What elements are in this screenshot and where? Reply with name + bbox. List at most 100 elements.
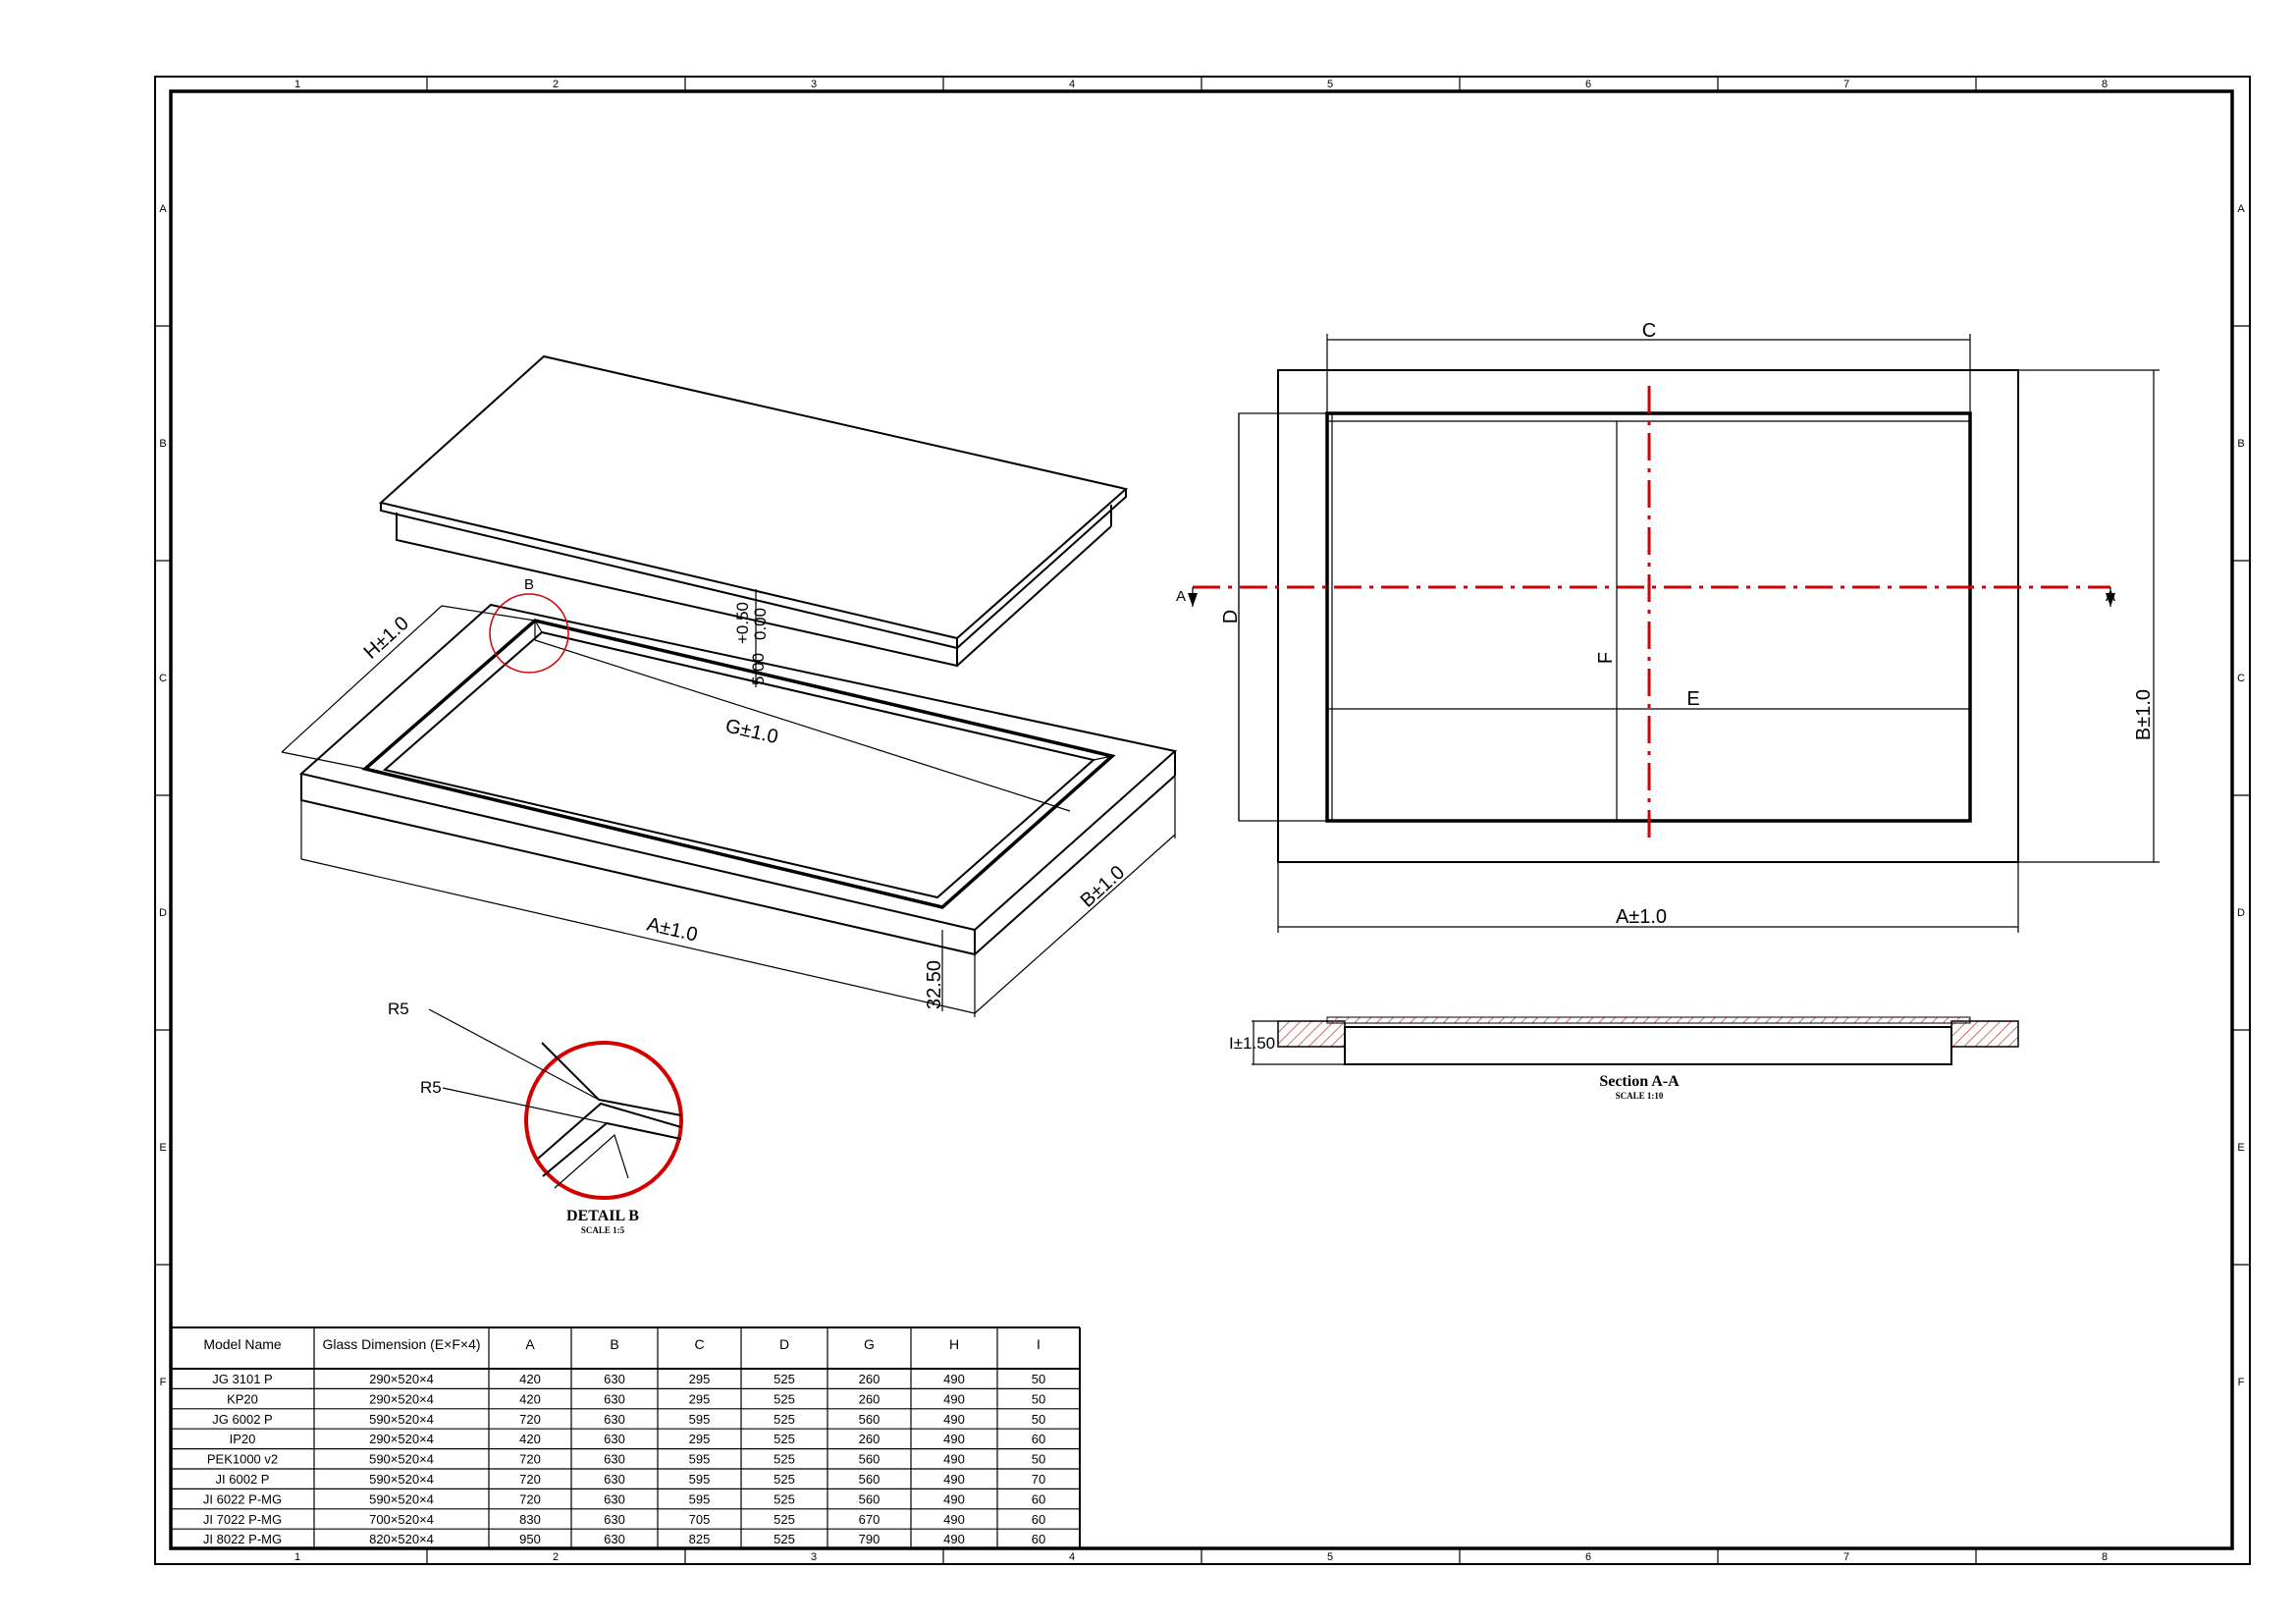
table-value-cell: 790 <box>859 1532 881 1546</box>
table-value-cell: 260 <box>859 1372 881 1386</box>
table-value-cell: 60 <box>1032 1512 1045 1527</box>
table-value-cell: 525 <box>774 1432 795 1446</box>
zone-row-a: A <box>159 203 167 215</box>
table-value-cell: 560 <box>859 1472 881 1487</box>
table-header-cell: Model Name <box>203 1336 282 1352</box>
table-value-cell: 290×520×4 <box>369 1432 434 1446</box>
table-value-cell: 50 <box>1032 1372 1045 1386</box>
table-value-cell: 525 <box>774 1372 795 1386</box>
table-value-cell: 630 <box>604 1452 625 1467</box>
zone-row-b-right: B <box>2237 438 2244 450</box>
table-value-cell: 260 <box>859 1432 881 1446</box>
dim-tol-top: +0.50 <box>733 602 752 644</box>
table-value-cell: 590×520×4 <box>369 1412 434 1427</box>
table-value-cell: 630 <box>604 1491 625 1506</box>
zone-col-6-bottom: 6 <box>1585 1551 1591 1563</box>
table-value-cell: 525 <box>774 1452 795 1467</box>
table-value-cell: 420 <box>519 1391 541 1406</box>
zone-col-4-bottom: 4 <box>1069 1551 1075 1563</box>
table-value-cell: 60 <box>1032 1491 1045 1506</box>
table-value-cell: 490 <box>943 1472 965 1487</box>
table-value-cell: 490 <box>943 1391 965 1406</box>
table-value-cell: 560 <box>859 1452 881 1467</box>
zone-row-f: F <box>160 1377 167 1388</box>
table-value-cell: 560 <box>859 1491 881 1506</box>
zone-labels-right: A B C D E F <box>2237 203 2245 1388</box>
r5-bottom-label: R5 <box>420 1078 442 1097</box>
table-value-cell: 60 <box>1032 1432 1045 1446</box>
table-value-cell: 490 <box>943 1452 965 1467</box>
table-value-cell: 720 <box>519 1452 541 1467</box>
table-header-cell: H <box>949 1336 959 1352</box>
table-model-cell: JI 6002 P <box>216 1472 270 1487</box>
table-value-cell: 50 <box>1032 1452 1045 1467</box>
table-model-cell: PEK1000 v2 <box>207 1452 278 1467</box>
dim-f-label: F <box>1595 652 1617 664</box>
table-header-cell: I <box>1037 1336 1041 1352</box>
table-value-cell: 830 <box>519 1512 541 1527</box>
detail-b-marker-label: B <box>524 576 534 593</box>
zone-col-3-bottom: 3 <box>811 1551 817 1563</box>
zone-row-e-right: E <box>2237 1142 2244 1154</box>
zone-ticks <box>155 77 2250 1564</box>
table-value-cell: 720 <box>519 1472 541 1487</box>
table-value-cell: 260 <box>859 1391 881 1406</box>
table-value-cell: 700×520×4 <box>369 1512 434 1527</box>
table-value-cell: 420 <box>519 1372 541 1386</box>
table-model-cell: JI 7022 P-MG <box>203 1512 282 1527</box>
table-value-cell: 525 <box>774 1491 795 1506</box>
table-value-cell: 705 <box>689 1512 711 1527</box>
zone-labels-left: A B C D E F <box>159 203 167 1388</box>
table-value-cell: 295 <box>689 1432 711 1446</box>
section-scale: SCALE 1:10 <box>1616 1091 1664 1101</box>
table-value-cell: 295 <box>689 1372 711 1386</box>
table-header-cell: G <box>864 1336 875 1352</box>
dim-g-label: G±1.0 <box>723 715 780 748</box>
table-value-cell: 60 <box>1032 1532 1045 1546</box>
table-value-cell: 70 <box>1032 1472 1045 1487</box>
table-value-cell: 590×520×4 <box>369 1452 434 1467</box>
table-model-cell: JG 6002 P <box>212 1412 272 1427</box>
zone-col-5: 5 <box>1327 79 1333 90</box>
zone-col-2-bottom: 2 <box>553 1551 559 1563</box>
dim-b-label-plan: B±1.0 <box>2133 689 2155 740</box>
table-value-cell: 720 <box>519 1412 541 1427</box>
section-arrow-right: A <box>2106 588 2115 605</box>
zone-col-4: 4 <box>1069 79 1075 90</box>
dim-c-label: C <box>1642 320 1656 342</box>
table-model-cell: JG 3101 P <box>212 1372 272 1386</box>
table-value-cell: 525 <box>774 1412 795 1427</box>
table-value-cell: 50 <box>1032 1412 1045 1427</box>
table-model-cell: JI 8022 P-MG <box>203 1532 282 1546</box>
table-value-cell: 490 <box>943 1372 965 1386</box>
table-value-cell: 560 <box>859 1412 881 1427</box>
table-value-cell: 290×520×4 <box>369 1372 434 1386</box>
zone-col-1: 1 <box>294 79 300 90</box>
iso-dimensions: H±1.0 G±1.0 A±1.0 B±1.0 32.50 +0.50 0.00… <box>281 589 1176 1017</box>
table-header-cell: B <box>610 1336 618 1352</box>
zone-labels-bottom: 1 2 3 4 5 6 7 8 <box>294 1551 2108 1563</box>
zone-row-c: C <box>159 673 167 684</box>
table-value-cell: 630 <box>604 1432 625 1446</box>
zone-row-b: B <box>159 438 166 450</box>
section-title: Section A-A <box>1599 1073 1680 1090</box>
r5-top-label: R5 <box>388 1000 409 1018</box>
table-model-cell: JI 6022 P-MG <box>203 1491 282 1506</box>
table-value-cell: 490 <box>943 1512 965 1527</box>
table-header-cell: Glass Dimension (E×F×4) <box>322 1336 480 1352</box>
table-value-cell: 950 <box>519 1532 541 1546</box>
table-value-cell: 595 <box>689 1452 711 1467</box>
table-value-cell: 490 <box>943 1532 965 1546</box>
dim-e-label: E <box>1686 688 1699 710</box>
plan-dimensions: C D F E B±1.0 A±1.0 <box>1220 320 2160 933</box>
zone-col-7-bottom: 7 <box>1843 1551 1849 1563</box>
table-value-cell: 630 <box>604 1532 625 1546</box>
table-value-cell: 50 <box>1032 1391 1045 1406</box>
table-value-cell: 295 <box>689 1391 711 1406</box>
zone-col-7: 7 <box>1843 79 1849 90</box>
detail-b-title: DETAIL B <box>566 1208 639 1224</box>
dim-tol-bottom: 0.00 <box>751 608 770 640</box>
plan-view: A A <box>1176 369 2115 863</box>
